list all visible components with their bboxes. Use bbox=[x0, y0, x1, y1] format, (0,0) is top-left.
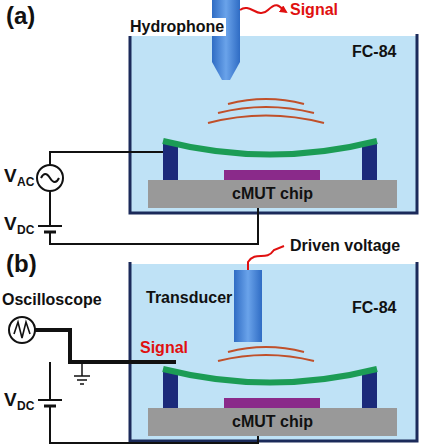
chip-substrate: cMUT chip bbox=[148, 180, 397, 208]
chip-substrate: cMUT chip bbox=[148, 408, 397, 436]
bias-symbol: V bbox=[4, 390, 17, 409]
panel-letter: (b) bbox=[6, 252, 37, 276]
panel-letter: (a) bbox=[6, 4, 35, 28]
bias-symbol: V bbox=[4, 214, 17, 233]
bias-subscript: DC bbox=[17, 224, 34, 236]
signal-label: Signal bbox=[290, 2, 338, 18]
medium-label: FC-84 bbox=[352, 300, 396, 316]
drive-label: Driven voltage bbox=[290, 238, 400, 254]
medium-label: FC-84 bbox=[352, 44, 396, 60]
oscilloscope-label: Oscilloscope bbox=[2, 292, 102, 308]
bias-subscript: DC bbox=[17, 400, 34, 412]
hydrophone-label: Hydrophone bbox=[128, 18, 226, 36]
chip-label: cMUT chip bbox=[232, 413, 313, 431]
source-subscript: AC bbox=[17, 176, 34, 188]
signal-label: Signal bbox=[140, 340, 188, 356]
chip-label: cMUT chip bbox=[232, 185, 313, 203]
transducer-label: Transducer bbox=[146, 290, 232, 306]
source-symbol: V bbox=[4, 166, 17, 185]
